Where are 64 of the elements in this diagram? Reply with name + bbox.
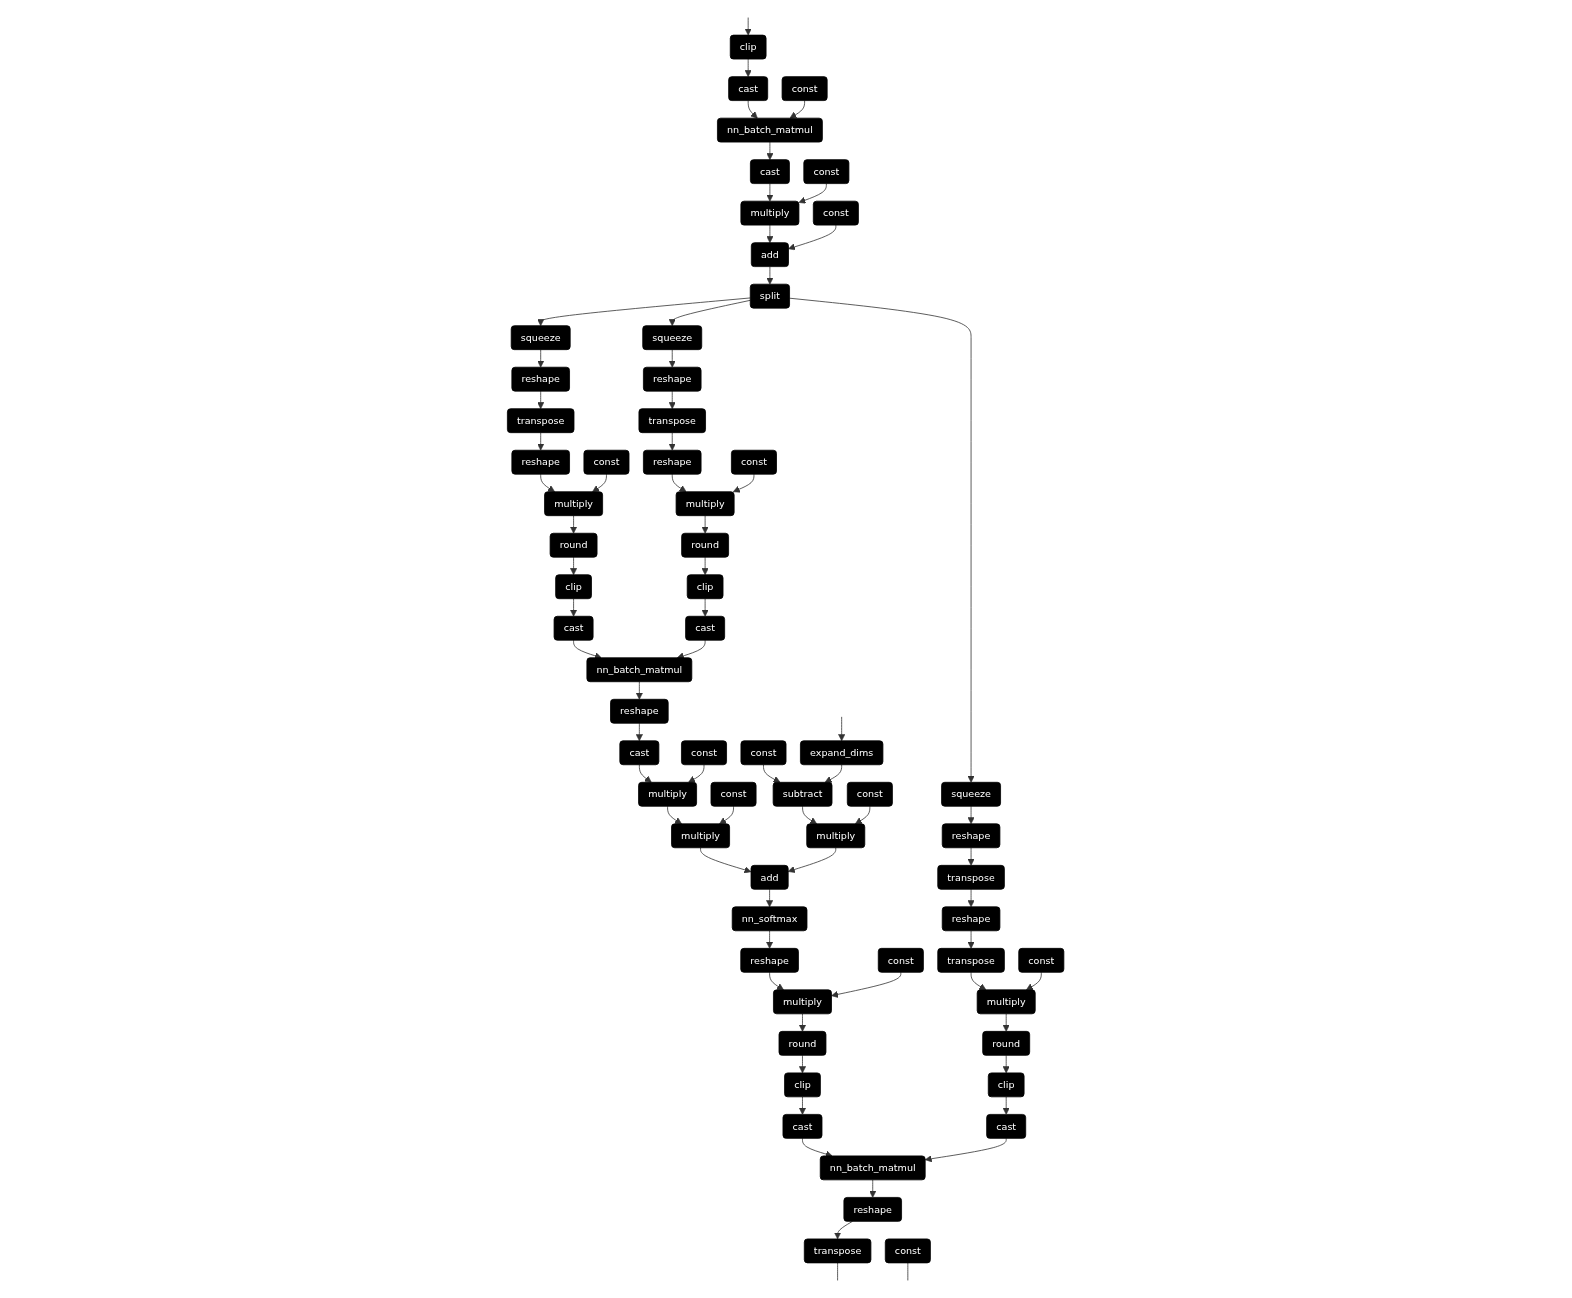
node-box: cast xyxy=(750,159,791,184)
node-box: squeeze xyxy=(941,781,1002,807)
node-box: cast xyxy=(619,740,660,766)
node-box: add xyxy=(751,242,790,267)
node-box: reshape xyxy=(610,698,669,724)
node-box: clip xyxy=(988,1072,1025,1098)
node-box: const xyxy=(1018,947,1065,973)
node-box: transpose xyxy=(507,408,575,434)
node-box: clip xyxy=(555,574,593,600)
node-box: nn_batch_matmul xyxy=(717,117,824,143)
node-box: const xyxy=(782,76,828,101)
connector xyxy=(837,1262,839,1281)
node-box: multiply xyxy=(977,989,1036,1015)
node-box: round xyxy=(550,532,598,558)
node-box: const xyxy=(885,1238,932,1264)
node-box: reshape xyxy=(942,823,1001,849)
node-box: reshape xyxy=(643,366,702,392)
node-box: subtract xyxy=(773,781,833,807)
node-box: multiply xyxy=(773,989,833,1015)
node-box: const xyxy=(878,947,925,973)
node-box: clip xyxy=(687,574,724,600)
node-box: cast xyxy=(986,1114,1027,1139)
node-box: reshape xyxy=(740,947,800,973)
connector xyxy=(907,1262,909,1281)
node-box: transpose xyxy=(937,864,1006,890)
node-box: reshape xyxy=(643,449,702,475)
node-box: const xyxy=(583,449,630,475)
node-box: const xyxy=(740,740,787,766)
node-box: reshape xyxy=(942,906,1001,932)
node-box: reshape xyxy=(511,366,571,392)
node-box: multiply xyxy=(671,823,731,849)
node-box: transpose xyxy=(937,947,1006,973)
node-box: clip xyxy=(784,1072,822,1098)
node-box: reshape xyxy=(843,1197,903,1222)
node-box: const xyxy=(731,449,778,475)
node-box: multiply xyxy=(638,781,698,807)
node-box: add xyxy=(751,864,789,890)
node-box: multiply xyxy=(806,823,866,849)
node-box: transpose xyxy=(804,1238,872,1264)
node-box: cast xyxy=(728,76,769,101)
node-box: expand_dims xyxy=(800,740,884,766)
node-box: nn_batch_matmul xyxy=(820,1155,926,1181)
node-box: transpose xyxy=(638,408,707,434)
node-box: cast xyxy=(782,1114,823,1139)
node-box: round xyxy=(681,532,730,558)
node-box: multiply xyxy=(676,491,735,517)
node-box: squeeze xyxy=(642,325,703,351)
node-box: multiply xyxy=(544,491,604,517)
node-box: const xyxy=(803,159,850,184)
node-box: nn_batch_matmul xyxy=(586,657,693,683)
node-box: const xyxy=(813,200,860,226)
node-box: round xyxy=(982,1030,1031,1056)
node-box: cast xyxy=(685,615,726,641)
node-box: split xyxy=(750,283,791,309)
node-box: nn_softmax xyxy=(732,906,808,932)
node-box: round xyxy=(778,1030,827,1056)
node-box: cast xyxy=(554,615,594,641)
node-box: reshape xyxy=(511,449,571,475)
node-box: clip xyxy=(730,34,767,60)
node-box: multiply xyxy=(740,200,800,226)
node-box: const xyxy=(847,781,894,807)
node-box: squeeze xyxy=(511,325,571,351)
node-box: const xyxy=(710,781,757,807)
node-box: const xyxy=(681,740,728,766)
